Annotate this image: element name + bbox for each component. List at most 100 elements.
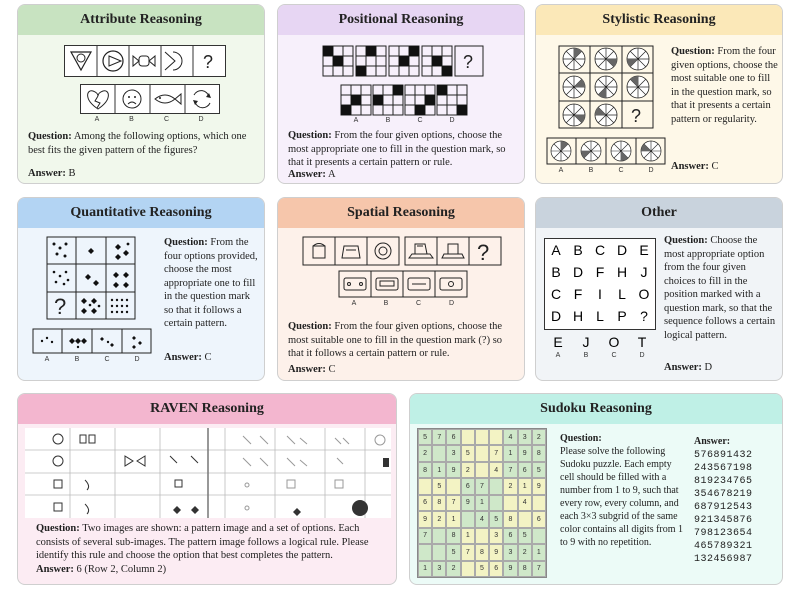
grid-letter: E — [639, 242, 649, 258]
grid-letter: C — [550, 286, 562, 302]
svg-text:?: ? — [631, 106, 641, 126]
sudoku-cell: 8 — [418, 461, 433, 479]
sudoku-cell: 7 — [432, 429, 447, 446]
other-question: Question: Choose the most appropriate op… — [664, 234, 778, 342]
answer-row: 243567198 — [694, 463, 753, 474]
sudoku-cell: 9 — [418, 511, 433, 528]
grid-letter: F — [573, 286, 583, 302]
attribute-reasoning-card: Attribute Reasoning ? — [17, 4, 265, 184]
sudoku-cell: 6 — [517, 461, 532, 479]
sudoku-cell: 7 — [489, 445, 504, 462]
sudoku-cell: 5 — [517, 527, 532, 545]
sudoku-cell: 8 — [474, 544, 490, 561]
answer-label: Answer: — [288, 169, 326, 180]
option-label: A — [94, 116, 100, 123]
question-text: Two images are shown: a pattern image an… — [36, 523, 369, 561]
question-text: Choose the most appropriate option from … — [664, 235, 776, 341]
raven-reasoning-card: RAVEN Reasoning — [17, 393, 397, 585]
grid-letter: B — [573, 242, 583, 258]
svg-text:?: ? — [477, 240, 489, 265]
sudoku-cell — [474, 461, 490, 479]
sudoku-cell — [432, 445, 447, 462]
grid-letter: L — [596, 308, 604, 324]
sudoku-cell: 1 — [474, 494, 490, 512]
grid-letter: D — [550, 308, 562, 324]
sudoku-cell — [531, 494, 546, 512]
quantitative-answer: Answer: C — [164, 352, 212, 363]
sudoku-cell: 8 — [446, 527, 461, 545]
option-label: A — [555, 352, 561, 359]
sudoku-cell — [489, 429, 504, 446]
grid-letter: O — [638, 286, 650, 302]
letter-option: T — [637, 334, 647, 350]
spatial-reasoning-title: Spatial Reasoning — [278, 198, 524, 228]
other-reasoning-title: Other — [536, 198, 782, 228]
positional-pattern-row: ? — [322, 45, 484, 77]
sudoku-cell: 2 — [418, 445, 433, 462]
grid-letter: J — [640, 264, 648, 280]
answer-label: Answer: — [28, 168, 66, 179]
sudoku-cell — [531, 527, 546, 545]
attribute-question: Question: Among the following options, w… — [28, 130, 258, 157]
option-label: A — [44, 356, 50, 363]
other-reasoning-card: Other A B C D E B D F H J C F I L O D H … — [535, 197, 783, 381]
letter-grid-rows: A B C D E B D F H J C F I L O D H L P ? — [545, 239, 655, 327]
option-label: B — [74, 356, 80, 363]
sudoku-cell: 2 — [503, 478, 518, 495]
option-label: C — [611, 352, 617, 359]
attribute-pattern-row: ? — [64, 45, 226, 77]
sudoku-cell: 4 — [503, 429, 518, 446]
raven-reasoning-title: RAVEN Reasoning — [18, 394, 396, 424]
answer-value: C — [204, 352, 212, 363]
sudoku-cell: 7 — [418, 527, 433, 545]
sudoku-cell: 8 — [503, 511, 518, 528]
grid-letter: H — [616, 264, 628, 280]
quantitative-reasoning-card: Quantitative Reasoning ? — [17, 197, 265, 381]
attribute-reasoning-title: Attribute Reasoning — [18, 5, 264, 35]
grid-letter: A — [551, 242, 561, 258]
sudoku-cell: 5 — [531, 461, 546, 479]
sudoku-cell: 2 — [517, 544, 532, 561]
answer-label: Answer: — [694, 436, 731, 447]
sudoku-cell: 1 — [446, 511, 461, 528]
positional-answer: Answer: A — [288, 169, 336, 180]
sudoku-cell: 9 — [446, 461, 461, 479]
option-label: A — [558, 167, 564, 174]
sudoku-cell: 5 — [489, 511, 504, 528]
spatial-reasoning-card: Spatial Reasoning ? — [277, 197, 525, 381]
sudoku-cell — [418, 478, 433, 495]
grid-letter: ? — [640, 308, 648, 324]
sudoku-cell — [432, 544, 447, 561]
answer-value: C — [711, 161, 719, 172]
sudoku-cell: 8 — [432, 494, 447, 512]
attribute-option-labels: A B C D — [80, 116, 220, 123]
sudoku-cell — [489, 478, 504, 495]
attribute-options-row — [80, 84, 220, 114]
sudoku-cell: 3 — [489, 527, 504, 545]
sudoku-answer: Answer: 576891432 243567198 819234765 35… — [694, 436, 774, 566]
question-label: Question: — [288, 321, 332, 332]
positional-option-grids — [340, 84, 468, 116]
sudoku-cell: 6 — [503, 527, 518, 545]
option-label: B — [385, 117, 391, 124]
positional-pattern-grids: ? — [322, 45, 484, 77]
sudoku-cell — [460, 560, 475, 577]
sudoku-cell: 1 — [531, 544, 546, 561]
positional-question: Question: From the four given options, c… — [288, 129, 518, 170]
positional-reasoning-card: Positional Reasoning ? — [277, 4, 525, 184]
answer-row: 132456987 — [694, 554, 753, 565]
letter-options: E J O T — [544, 334, 656, 350]
sudoku-cell: 1 — [432, 461, 447, 479]
sudoku-cell — [474, 445, 490, 462]
option-label: D — [448, 300, 455, 307]
letter-grid: A B C D E B D F H J C F I L O D H L P ? — [544, 238, 656, 330]
question-text: Among the following options, which one b… — [28, 131, 247, 156]
answer-label: Answer: — [671, 161, 709, 172]
sudoku-cell: 4 — [489, 461, 504, 479]
question-label: Question: — [36, 523, 80, 534]
spatial-answer: Answer: C — [288, 364, 336, 375]
sudoku-cell: 7 — [474, 478, 490, 495]
question-text: Please solve the following Sudoku puzzle… — [560, 446, 684, 548]
question-text: From the four options provided, choose t… — [164, 237, 258, 329]
